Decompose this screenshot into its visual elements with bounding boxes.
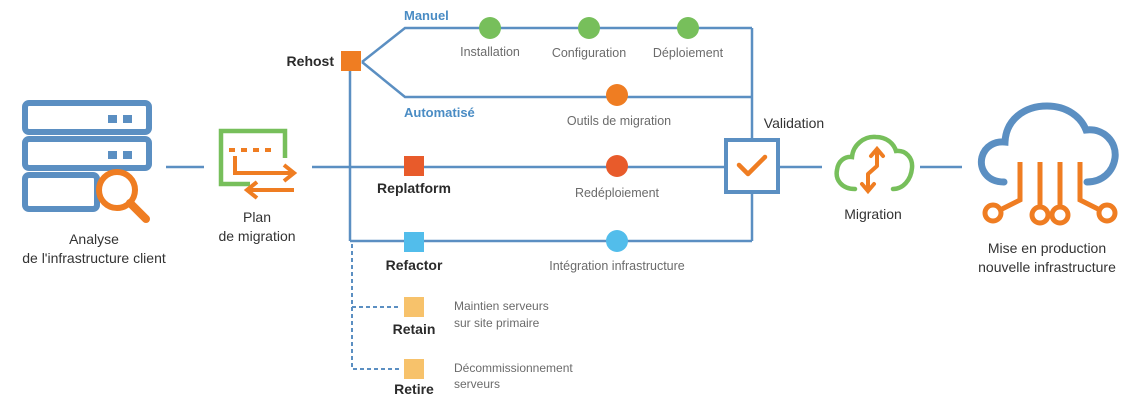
analyse-label-line2: de l'infrastructure client	[22, 250, 166, 266]
production-label-line1: Mise en production	[988, 240, 1106, 256]
cloud-circuit-icon	[977, 102, 1119, 226]
retain-square	[404, 297, 424, 317]
retain-label: Retain	[393, 321, 436, 337]
retire-label: Retire	[394, 381, 434, 397]
retire-note-line1: Décommissionnement	[454, 361, 573, 375]
migration-label: Migration	[844, 206, 902, 222]
cloud-sync-icon	[834, 134, 915, 195]
configuration-dot	[578, 17, 600, 39]
plan-label-line1: Plan	[243, 209, 271, 225]
integration-dot	[606, 230, 628, 252]
automatise-branch-line	[361, 61, 752, 99]
plan-label-line2: de migration	[218, 228, 295, 244]
manuel-branch-line	[361, 26, 752, 63]
retain-dashed-line	[351, 244, 400, 308]
migration-plan-icon	[218, 128, 298, 200]
rehost-square	[341, 51, 361, 71]
retain-note-line1: Maintien serveurs	[454, 299, 549, 313]
deploiement-dot	[677, 17, 699, 39]
validation-label: Validation	[764, 115, 824, 131]
replatform-label: Replatform	[377, 180, 451, 196]
retire-note-line2: serveurs	[454, 377, 500, 391]
deploiement-label: Déploiement	[653, 46, 724, 60]
installation-label: Installation	[460, 45, 520, 59]
refactor-label: Refactor	[386, 257, 443, 273]
outils-label: Outils de migration	[567, 114, 671, 128]
outils-dot	[606, 84, 628, 106]
replatform-square	[404, 156, 424, 176]
production-label-line2: nouvelle infrastructure	[978, 259, 1116, 275]
manuel-label: Manuel	[404, 8, 449, 23]
refactor-square	[404, 232, 424, 252]
integration-label: Intégration infrastructure	[549, 259, 685, 273]
configuration-label: Configuration	[552, 46, 626, 60]
automatise-label: Automatisé	[404, 105, 475, 120]
dashed-lines	[351, 244, 400, 370]
server-search-icon	[22, 100, 152, 223]
checkbox-check-icon	[724, 138, 780, 194]
installation-dot	[479, 17, 501, 39]
redeploiement-dot	[606, 155, 628, 177]
retain-note-line2: sur site primaire	[454, 316, 540, 330]
analyse-label-line1: Analyse	[69, 231, 119, 247]
retire-square	[404, 359, 424, 379]
rehost-label: Rehost	[287, 53, 335, 69]
retire-dashed-line	[351, 307, 400, 370]
redeploiement-label: Redéploiement	[575, 186, 660, 200]
